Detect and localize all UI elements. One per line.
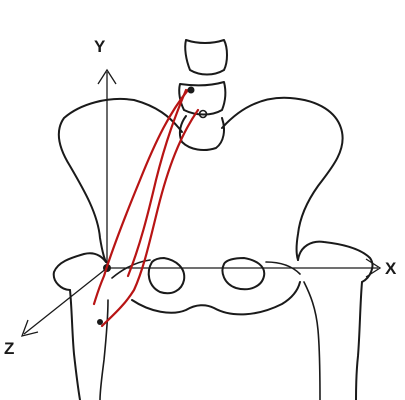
x-axis-arrowhead <box>365 258 382 278</box>
x-axis-label: X <box>385 259 397 278</box>
left-iliac-wing <box>57 98 183 263</box>
right-femur-shaft-inner <box>303 281 321 400</box>
pelvic-inner-left <box>111 259 151 279</box>
muscle-line-upper <box>92 88 190 306</box>
attachment-femur <box>97 319 103 325</box>
attachment-points <box>97 86 208 325</box>
right-obturator-foramen <box>221 257 266 291</box>
z-axis <box>23 267 108 335</box>
right-iliac-wing <box>221 96 344 261</box>
muscle-lines <box>92 88 200 328</box>
y-axis-label: Y <box>94 37 106 56</box>
lumbar-vertebrae <box>178 39 228 116</box>
attachment-vertebra <box>187 86 195 94</box>
right-femur-shaft-outer <box>355 281 363 400</box>
attachment-sacrum <box>198 109 208 119</box>
left-femur-shaft-outer <box>69 289 81 400</box>
pubic-region <box>111 257 301 316</box>
sacrum <box>178 115 225 151</box>
z-axis-label: Z <box>4 339 14 358</box>
muscle-line-front <box>126 88 188 278</box>
left-femur-shaft-inner <box>99 299 109 400</box>
pubic-symphysis-lower <box>131 281 301 316</box>
vertebra-upper <box>184 39 228 76</box>
z-axis-arrowhead <box>20 319 39 337</box>
coordinate-axes <box>20 68 382 337</box>
muscle-line-lower <box>100 108 200 328</box>
right-femur <box>297 240 374 400</box>
y-axis-arrowhead <box>97 68 117 85</box>
right-femoral-head <box>297 240 374 283</box>
vertebra-middle <box>178 81 227 116</box>
left-femoral-head <box>52 252 107 291</box>
left-obturator-foramen <box>147 257 186 295</box>
left-femur <box>52 252 109 400</box>
pelvic-inner-right <box>265 261 301 275</box>
